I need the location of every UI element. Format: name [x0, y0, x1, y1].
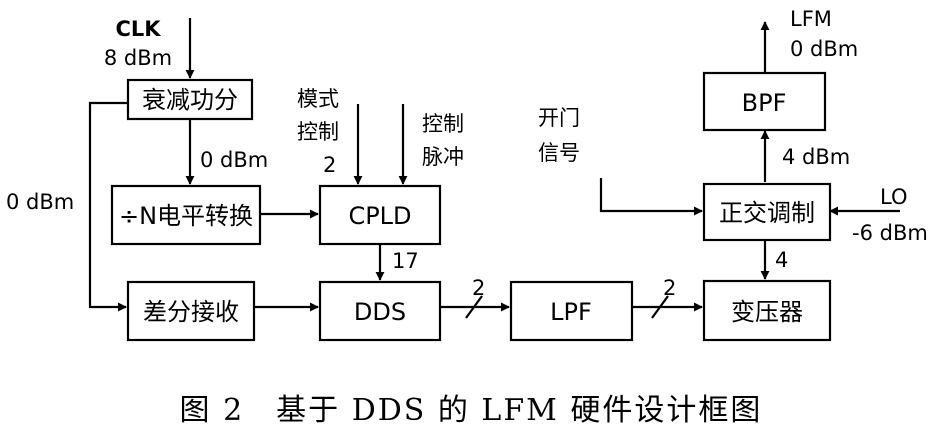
block-diff: 差分接收 [126, 280, 256, 342]
signal-labels: CLK 8 dBm 0 dBm 0 dBm 模式 控制 2 控制 脉冲 17 2… [6, 7, 928, 300]
block-lpf: LPF [509, 280, 634, 342]
label-lo-power: -6 dBm [852, 221, 928, 245]
block-dds-label: DDS [354, 298, 406, 326]
block-bpf: BPF [702, 71, 827, 132]
label-gate-line1: 开门 [538, 106, 580, 130]
block-lpf-label: LPF [550, 298, 592, 326]
label-pulse-line1: 控制 [422, 112, 464, 136]
label-gate-line2: 信号 [538, 141, 580, 165]
figure-caption: 图 2 基于 DDS 的 LFM 硬件设计框图 [180, 393, 763, 428]
label-dds-bus: 2 [472, 276, 485, 300]
label-bpf-in: 4 dBm [782, 145, 850, 169]
label-quad-bus: 4 [775, 248, 788, 272]
block-divider-label: ÷N电平转换 [119, 202, 253, 230]
label-mode-line2: 控制 [297, 120, 339, 144]
bus-slash-dds [465, 295, 483, 319]
label-clk-power: 8 dBm [104, 46, 172, 70]
wire-gate-to-quad [599, 178, 703, 216]
label-lfm-power: 0 dBm [790, 37, 858, 61]
block-quad: 正交调制 [702, 182, 832, 242]
block-divider: ÷N电平转换 [110, 184, 262, 246]
label-pulse-line2: 脉冲 [422, 145, 464, 169]
label-clk: CLK [115, 17, 161, 41]
block-quad-label: 正交调制 [719, 199, 815, 227]
block-diff-label: 差分接收 [143, 298, 239, 326]
label-mode-line1: 模式 [297, 87, 339, 111]
block-cpld: CPLD [318, 184, 442, 246]
label-cpld-bus: 17 [392, 249, 419, 273]
label-side-power: 0 dBm [6, 190, 74, 214]
label-lo: LO [880, 185, 907, 209]
block-bpf-label: BPF [742, 89, 787, 117]
label-mode-width: 2 [323, 153, 336, 177]
label-atten-out: 0 dBm [200, 148, 268, 172]
bus-slash-lpf [651, 295, 669, 319]
block-dds: DDS [318, 280, 442, 342]
block-atten: 衰减功分 [126, 78, 254, 121]
label-lpf-bus: 2 [663, 276, 676, 300]
block-transformer: 变压器 [702, 279, 832, 342]
block-cpld-label: CPLD [348, 202, 411, 230]
block-transformer-label: 变压器 [731, 298, 803, 326]
label-lfm: LFM [790, 7, 832, 31]
connections [88, 18, 900, 319]
block-atten-label: 衰减功分 [142, 86, 238, 114]
wire-atten-to-diff [88, 101, 128, 312]
